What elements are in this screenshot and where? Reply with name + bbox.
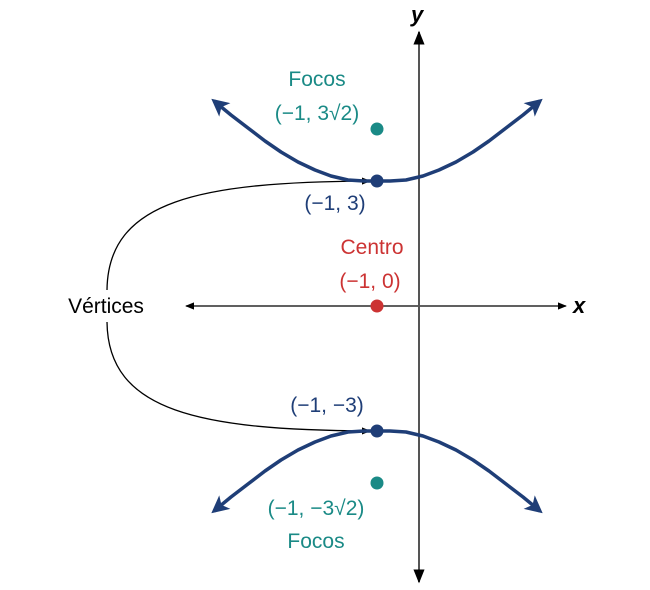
foci-top-coord: (−1, 3√2) [275, 102, 359, 125]
hyperbola-lower-branch [211, 429, 543, 514]
vertex-top-point [370, 174, 384, 188]
vertex-bottom-point [370, 424, 384, 438]
vertex-bottom-coord: (−1, −3) [290, 394, 364, 417]
vertices-annotation-curve-top [106, 177, 371, 291]
x-axis-label: x [572, 293, 586, 318]
vertices-label: Vértices [68, 295, 144, 318]
center-coord: (−1, 0) [339, 270, 400, 293]
foci-bottom-coord: (−1, −3√2) [268, 497, 365, 520]
vertices-annotation-curve-bottom [106, 321, 371, 435]
foci-top-title: Focos [288, 68, 345, 91]
focus-bottom-point [370, 476, 384, 490]
focus-top-point [370, 122, 384, 136]
center-title: Centro [340, 236, 403, 259]
y-axis-label: y [410, 2, 425, 27]
hyperbola-upper-branch [211, 98, 543, 183]
foci-bottom-title: Focos [287, 530, 344, 553]
center-point [370, 299, 384, 313]
vertex-top-coord: (−1, 3) [304, 192, 365, 215]
